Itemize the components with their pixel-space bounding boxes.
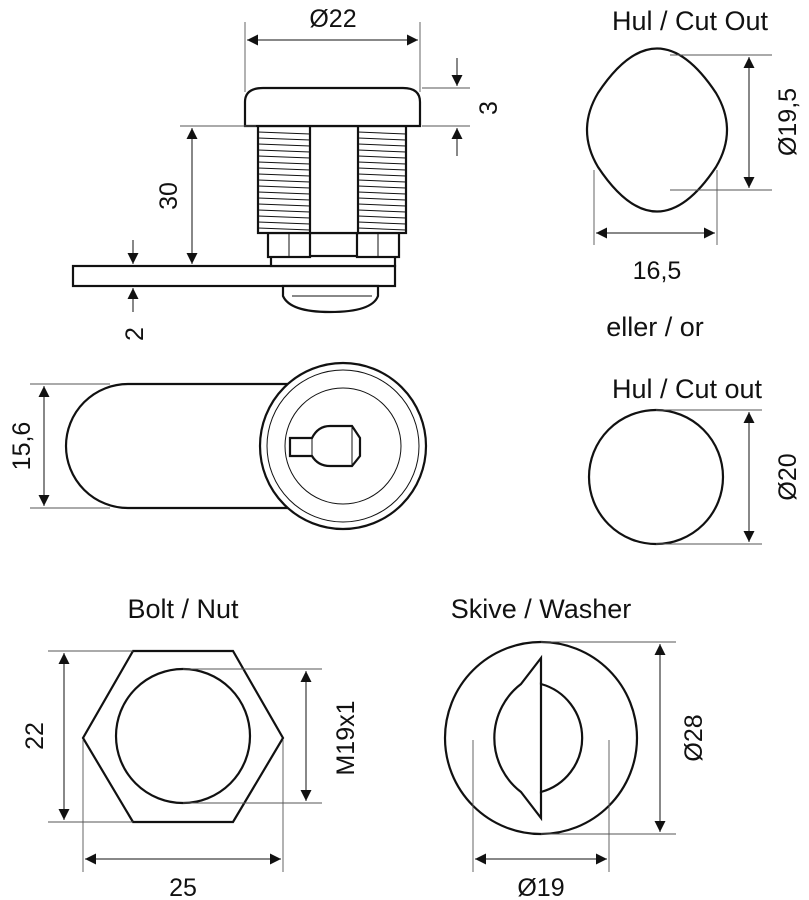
thread-line bbox=[257, 191, 311, 195]
thread-line bbox=[357, 167, 407, 171]
lock-cylinder bbox=[284, 387, 402, 505]
lock-side-view bbox=[71, 86, 422, 314]
thread-line bbox=[257, 215, 311, 219]
cutout-2: Ø20 bbox=[587, 408, 802, 546]
thread-line bbox=[357, 179, 407, 183]
dim-head-diameter: Ø22 bbox=[309, 5, 356, 33]
thread-line bbox=[357, 155, 407, 159]
cam-plate bbox=[71, 264, 397, 288]
nut-title: Bolt / Nut bbox=[127, 594, 239, 624]
lock-head bbox=[243, 86, 422, 128]
washer-inner-right bbox=[539, 682, 584, 794]
thread-line bbox=[357, 173, 407, 177]
thread-line bbox=[257, 185, 311, 189]
cam-outline bbox=[64, 382, 292, 510]
thread-line bbox=[257, 179, 311, 183]
cutout-2-shape bbox=[587, 408, 725, 546]
dim-cam-thickness: 2 bbox=[121, 327, 149, 341]
thread-line bbox=[257, 227, 311, 231]
thread-line bbox=[357, 137, 407, 141]
dim-cutout1-width: 16,5 bbox=[633, 257, 682, 285]
thread-line bbox=[257, 173, 311, 177]
thread-line bbox=[357, 209, 407, 213]
thread-line bbox=[357, 221, 407, 225]
thread-line bbox=[257, 155, 311, 159]
dim-cam-width: 15,6 bbox=[8, 422, 36, 471]
thread-line bbox=[357, 227, 407, 231]
thread-line bbox=[257, 131, 311, 135]
dim-cutout2-diameter: Ø20 bbox=[774, 453, 802, 500]
front-view-dimensions: 15,6 bbox=[8, 383, 110, 509]
lock-face-ring bbox=[266, 369, 420, 523]
washer-title: Skive / Washer bbox=[451, 594, 632, 624]
thread-line bbox=[257, 197, 311, 201]
dim-washer-outer: Ø28 bbox=[680, 714, 708, 761]
or-text: eller / or bbox=[606, 312, 704, 342]
thread-line bbox=[257, 137, 311, 141]
lock-front-view bbox=[64, 361, 428, 531]
cutout-1-title: Hul / Cut Out bbox=[612, 6, 769, 36]
nut: 22 M19x1 25 bbox=[21, 649, 360, 900]
dim-head-height: 3 bbox=[475, 101, 503, 115]
thread-line bbox=[357, 197, 407, 201]
thread-line bbox=[257, 143, 311, 147]
keyway bbox=[288, 424, 362, 468]
thread-line bbox=[257, 203, 311, 207]
thread-line bbox=[357, 191, 407, 195]
body-center bbox=[308, 124, 360, 235]
thread-lines bbox=[257, 131, 407, 231]
cutout-1-shape bbox=[585, 47, 729, 213]
cutout-1: Ø19,5 16,5 bbox=[585, 47, 802, 285]
thread-line bbox=[357, 161, 407, 165]
thread-line bbox=[257, 149, 311, 153]
dim-cutout1-height: Ø19,5 bbox=[774, 88, 802, 156]
nut-bore bbox=[114, 667, 252, 805]
base-washer bbox=[269, 254, 397, 268]
thread-line bbox=[257, 209, 311, 213]
dim-nut-height: 22 bbox=[21, 722, 49, 750]
thread-line bbox=[257, 167, 311, 171]
thread-line bbox=[257, 161, 311, 165]
thread-line bbox=[357, 149, 407, 153]
dim-nut-thread: M19x1 bbox=[332, 700, 360, 775]
thread-line bbox=[357, 215, 407, 219]
side-view-dimensions: Ø22 3 30 2 bbox=[121, 5, 503, 341]
dim-body-length: 30 bbox=[155, 182, 183, 210]
cylinder-bottom bbox=[281, 284, 380, 314]
dim-nut-width: 25 bbox=[169, 874, 197, 900]
thread-line bbox=[357, 203, 407, 207]
dim-washer-inner: Ø19 bbox=[517, 874, 564, 900]
thread-line bbox=[257, 221, 311, 225]
thread-line bbox=[357, 185, 407, 189]
washer: Ø28 Ø19 bbox=[443, 640, 708, 900]
cutout-2-title: Hul / Cut out bbox=[612, 374, 763, 404]
thread-line bbox=[357, 143, 407, 147]
thread-line bbox=[357, 131, 407, 135]
